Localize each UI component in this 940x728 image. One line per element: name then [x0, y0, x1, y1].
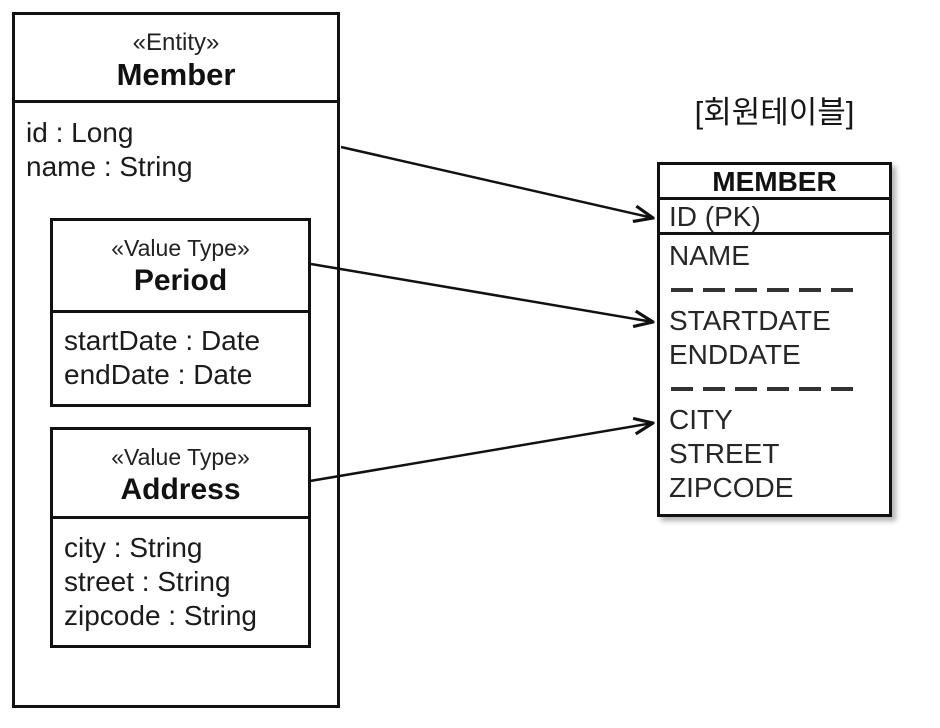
member-entity-name: Member — [116, 57, 236, 92]
member-attribute-name: name : String — [26, 151, 193, 182]
address-attribute-street: street : String — [64, 566, 231, 597]
arrow-address-to-address-columns — [309, 423, 653, 483]
table-row-startdate: STARTDATE — [669, 305, 831, 336]
address-valuetype-box: «Value Type» Address city : String stree… — [50, 427, 311, 648]
table-row-street: STREET — [669, 438, 780, 469]
address-valuetype-name: Address — [120, 473, 241, 506]
period-attribute-startdate: startDate : Date — [64, 325, 261, 356]
period-attributes: startDate : Date endDate : Date — [53, 313, 308, 392]
period-valuetype-box: «Value Type» Period startDate : Date end… — [50, 218, 311, 407]
period-valuetype-header: «Value Type» Period — [53, 221, 308, 313]
member-entity-header: «Entity» Member — [15, 15, 337, 103]
address-stereotype-label: «Value Type» — [111, 444, 250, 470]
address-attribute-zipcode: zipcode : String — [64, 600, 257, 631]
table-row-city: CITY — [669, 404, 733, 435]
member-attributes: id : Long name : String — [15, 103, 337, 184]
table-row-id-pk: ID (PK) — [660, 200, 889, 235]
period-attribute-enddate: endDate : Date — [64, 359, 253, 390]
address-valuetype-header: «Value Type» Address — [53, 430, 308, 519]
address-attribute-city: city : String — [64, 532, 203, 563]
table-columns-body: NAME STARTDATE ENDDATE CITY STREET ZIPCO… — [660, 235, 889, 505]
table-row-enddate: ENDDATE — [669, 339, 801, 370]
table-row-name: NAME — [669, 240, 750, 271]
table-caption: [회원테이블] — [694, 95, 855, 130]
member-stereotype-label: «Entity» — [132, 29, 220, 56]
dashed-separator — [671, 288, 854, 292]
dashed-separator — [671, 387, 854, 391]
period-valuetype-name: Period — [133, 264, 228, 297]
period-stereotype-label: «Value Type» — [111, 235, 250, 261]
table-row-zipcode: ZIPCODE — [669, 472, 794, 503]
member-attribute-id: id : Long — [26, 117, 134, 148]
member-db-table: MEMBER ID (PK) NAME STARTDATE ENDDATE CI… — [657, 162, 892, 517]
arrow-period-to-dates — [310, 262, 653, 322]
arrow-member-to-id — [340, 145, 653, 218]
address-attributes: city : String street : String zipcode : … — [53, 519, 308, 633]
table-name-header: MEMBER — [660, 165, 889, 200]
